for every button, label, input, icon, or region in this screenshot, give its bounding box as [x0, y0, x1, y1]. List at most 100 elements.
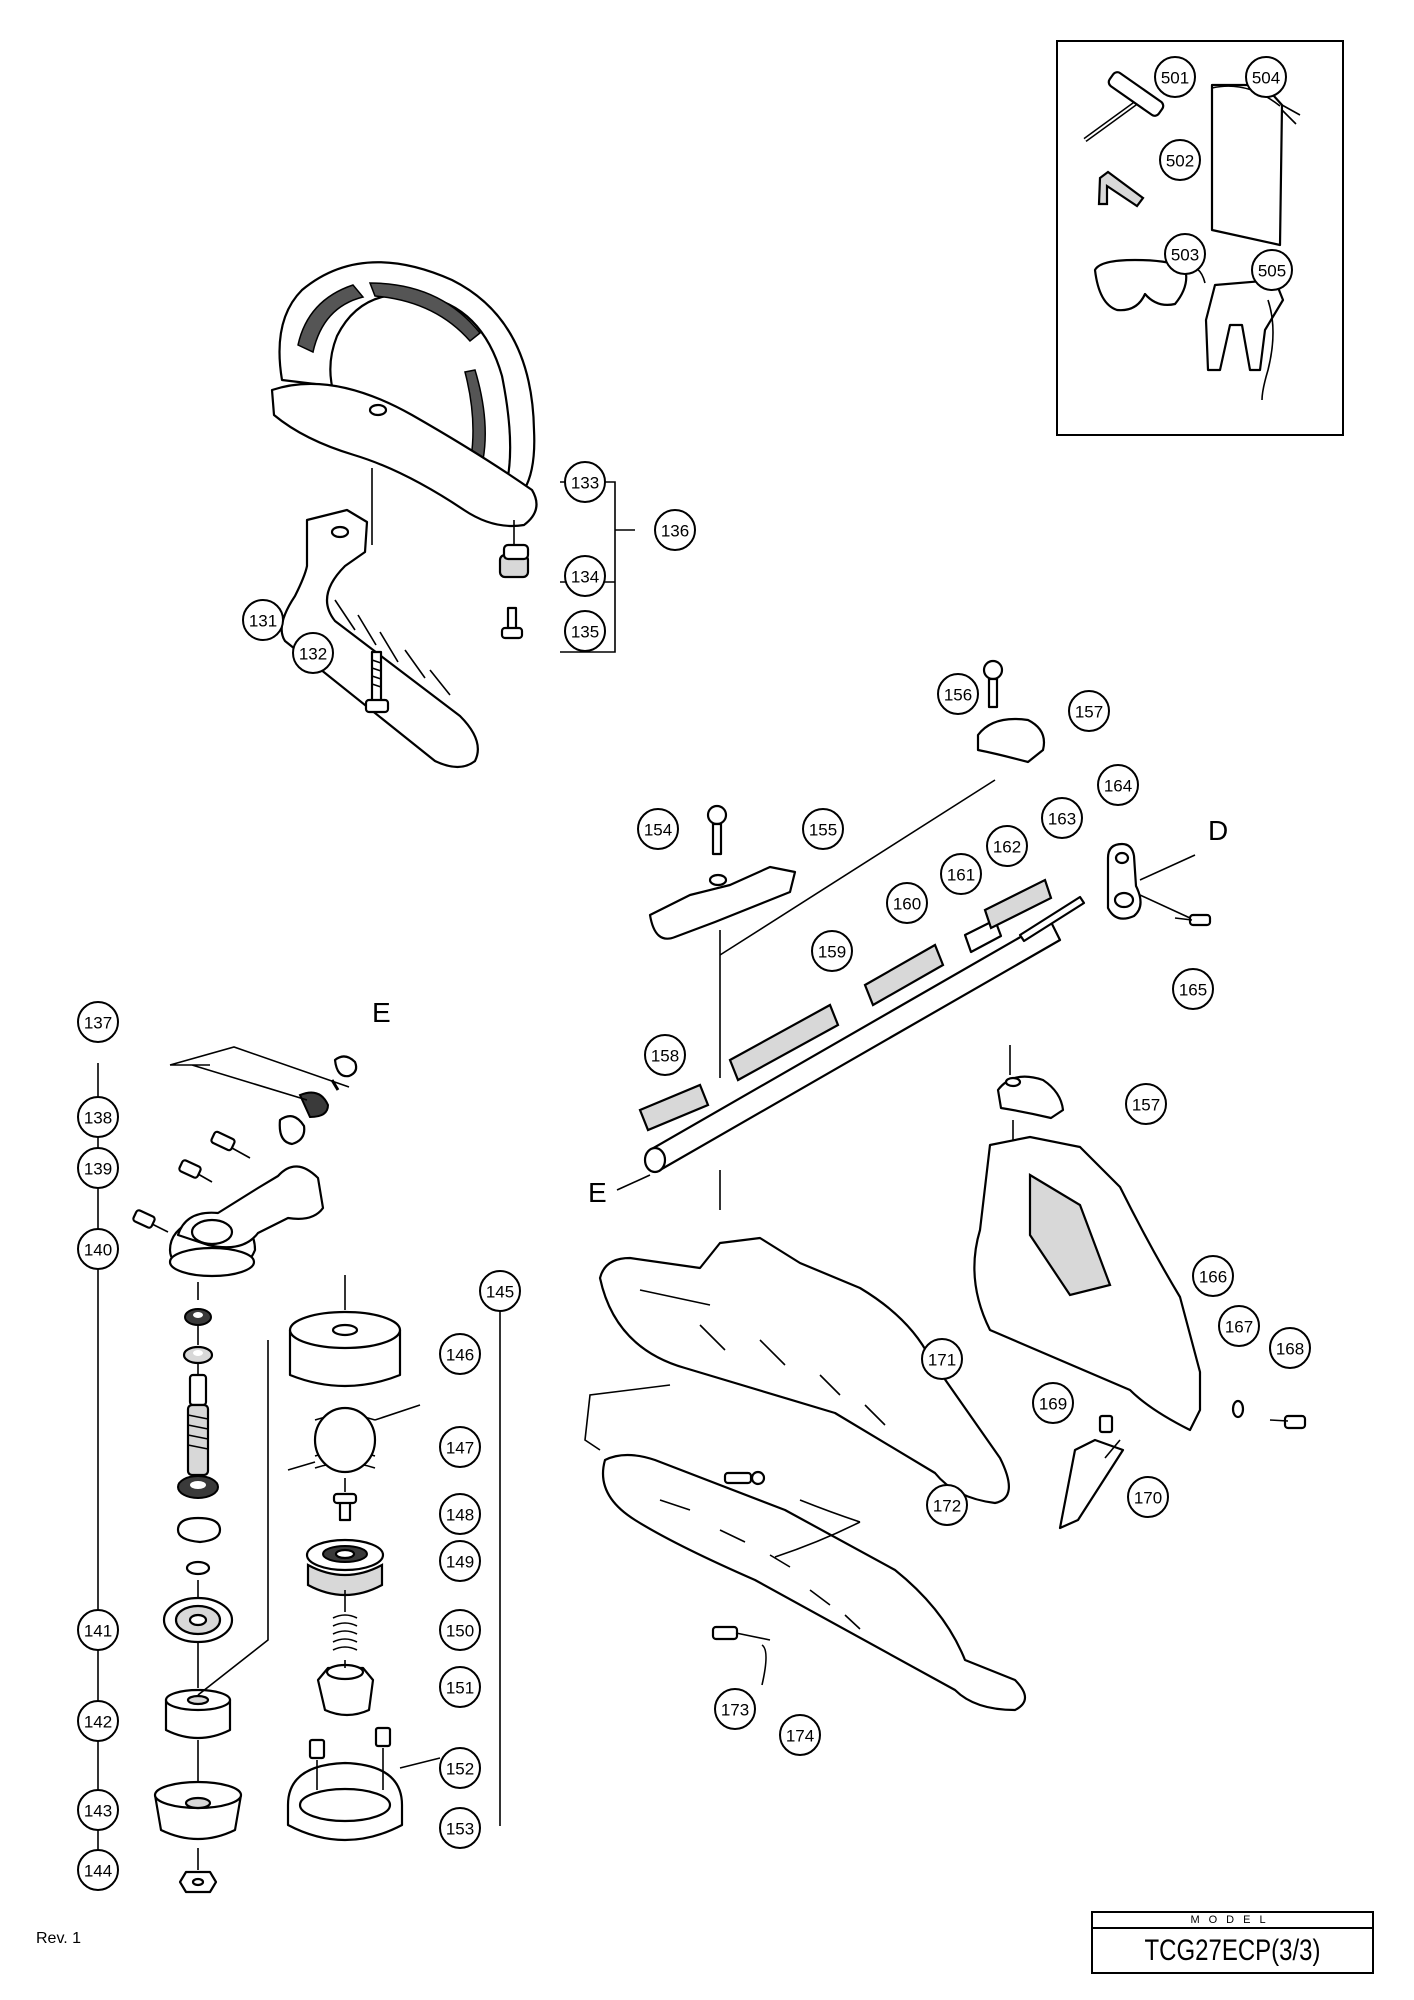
gear-part — [182, 1345, 214, 1365]
callout-group: 5015025035045051311321331341351361371381… — [77, 56, 1311, 1891]
callout-172: 172 — [926, 1484, 968, 1526]
callout-circle — [779, 1714, 821, 1756]
callout-number: 140 — [84, 1241, 112, 1260]
callout-number: 152 — [446, 1760, 474, 1779]
callout-154: 154 — [637, 808, 679, 850]
callout-circle — [637, 808, 679, 850]
callout-504: 504 — [1245, 56, 1287, 98]
callout-circle — [921, 1338, 963, 1380]
callout-505: 505 — [1251, 249, 1293, 291]
spindle-part — [186, 1373, 210, 1477]
callout-139: 139 — [77, 1147, 119, 1189]
bracket-155-part — [648, 865, 797, 940]
callout-137: 137 — [77, 1001, 119, 1043]
model-box: MODEL TCG27ECP(3/3) — [1091, 1911, 1374, 1974]
callout-number: 170 — [1134, 1489, 1162, 1508]
callout-number: 148 — [446, 1506, 474, 1525]
direction-label-e-bottom: E — [588, 1177, 607, 1208]
callout-160: 160 — [886, 882, 928, 924]
screw-156-part — [982, 659, 1004, 709]
callout-503: 503 — [1164, 233, 1206, 275]
callout-number: 159 — [818, 943, 846, 962]
callout-151: 151 — [439, 1666, 481, 1708]
callout-171: 171 — [921, 1338, 963, 1380]
callout-135: 135 — [564, 610, 606, 652]
callout-number: 139 — [84, 1160, 112, 1179]
callout-number: 502 — [1166, 152, 1194, 171]
hex-key-part — [1097, 170, 1145, 208]
callout-155: 155 — [802, 808, 844, 850]
callout-circle — [77, 1849, 119, 1891]
callout-circle — [714, 1688, 756, 1730]
callout-circle — [77, 1609, 119, 1651]
callout-circle — [811, 930, 853, 972]
callout-circle — [77, 1001, 119, 1043]
callout-circle — [439, 1493, 481, 1535]
washer-part — [185, 1560, 211, 1576]
callout-circle — [1172, 968, 1214, 1010]
callout-circle — [439, 1807, 481, 1849]
callout-circle — [1192, 1255, 1234, 1297]
callout-circle — [77, 1700, 119, 1742]
shaft-sleeve-158 — [638, 1083, 710, 1132]
clamp-157-bottom — [996, 1075, 1065, 1120]
callout-circle — [1125, 1083, 1167, 1125]
callout-number: 150 — [446, 1622, 474, 1641]
callout-circle — [1032, 1382, 1074, 1424]
gear-case-part — [168, 1165, 325, 1278]
callout-circle — [564, 461, 606, 503]
callout-502: 502 — [1159, 139, 1201, 181]
callout-number: 156 — [944, 686, 972, 705]
screw-138-part — [210, 1130, 251, 1159]
callout-circle — [77, 1228, 119, 1270]
callout-number: 143 — [84, 1802, 112, 1821]
model-header: MODEL — [1093, 1913, 1372, 1929]
callout-153: 153 — [439, 1807, 481, 1849]
direction-label-d: D — [1208, 815, 1228, 846]
eyelet-152-part — [308, 1726, 392, 1760]
nylon-cord-147-part — [287, 1404, 421, 1474]
callout-number: 151 — [446, 1679, 474, 1698]
spool-149-part — [305, 1538, 385, 1596]
guard-172-part — [601, 1453, 1027, 1712]
callout-circle — [439, 1666, 481, 1708]
direction-label-e-top: E — [372, 997, 391, 1028]
callout-circle — [479, 1270, 521, 1312]
callout-number: 134 — [571, 568, 599, 587]
callout-circle — [1041, 797, 1083, 839]
screw-148-part — [332, 1492, 358, 1522]
pipe-162-part — [983, 878, 1053, 930]
callout-134: 134 — [564, 555, 606, 597]
callout-number: 157 — [1075, 703, 1103, 722]
drive-pinion-part — [278, 1091, 330, 1146]
callout-167: 167 — [1218, 1305, 1260, 1347]
shaft-tube-part — [643, 918, 1062, 1174]
callout-number: 164 — [1104, 777, 1132, 796]
callout-circle — [564, 555, 606, 597]
screw-140-part — [132, 1209, 169, 1233]
callout-number: 160 — [893, 895, 921, 914]
callout-number: 136 — [661, 522, 689, 541]
callout-163: 163 — [1041, 797, 1083, 839]
shaft-sleeve-159 — [728, 1003, 840, 1082]
callout-circle — [1269, 1327, 1311, 1369]
model-value: TCG27ECP(3/3) — [1144, 1934, 1321, 1967]
callout-number: 157 — [1132, 1096, 1160, 1115]
callout-circle — [926, 1484, 968, 1526]
callout-circle — [1251, 249, 1293, 291]
holder-143-part — [153, 1780, 243, 1840]
handle-spacer-part — [280, 508, 479, 769]
callout-circle — [439, 1747, 481, 1789]
callout-circle — [1245, 56, 1287, 98]
callout-132: 132 — [292, 632, 334, 674]
callout-164: 164 — [1097, 764, 1139, 806]
bearing-part — [184, 1308, 212, 1326]
callout-156: 156 — [937, 673, 979, 715]
loop-handle-part — [270, 261, 538, 528]
callout-145: 145 — [479, 1270, 521, 1312]
callout-number: 505 — [1258, 262, 1286, 281]
callout-circle — [986, 825, 1028, 867]
tool-bag-part — [1210, 83, 1301, 247]
callout-number: 137 — [84, 1014, 112, 1033]
